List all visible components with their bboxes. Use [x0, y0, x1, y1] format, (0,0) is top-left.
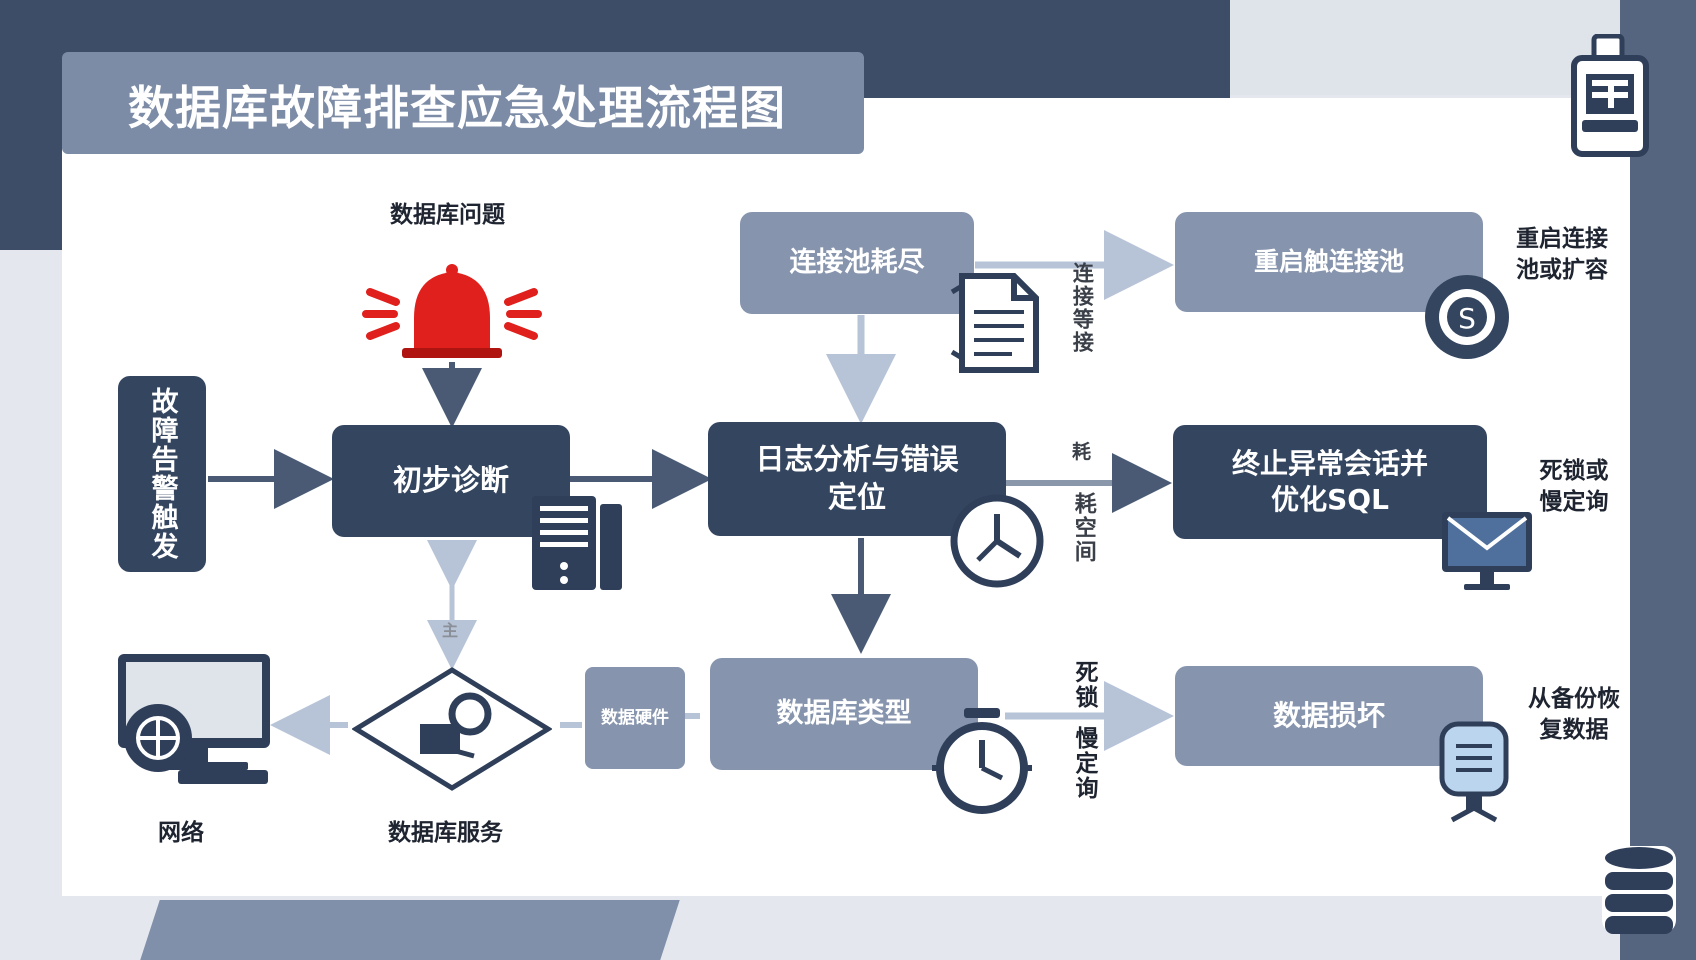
label-small-mark: 主 — [442, 621, 459, 640]
label-consume: 耗 — [1072, 441, 1092, 463]
label-consume-space: 耗空间 — [1070, 492, 1096, 564]
document-icon — [950, 273, 1039, 373]
server-tower-icon — [532, 496, 622, 590]
label-restart-or-expand: 重启连接池或扩容 — [1516, 226, 1608, 284]
node-log-analysis[interactable]: 日志分析与错误定位 — [708, 422, 1006, 536]
node-alert-trigger[interactable]: 故障告警触发 — [118, 376, 206, 572]
node-hardware[interactable]: 数据硬件 — [585, 667, 685, 769]
magnifier-diamond-icon — [352, 667, 552, 791]
monitor-globe-icon — [118, 654, 270, 784]
page-title: 数据库故障排查应急处理流程图 — [128, 81, 786, 135]
clock-icon — [950, 494, 1044, 588]
clipboard-device-icon — [1571, 34, 1649, 157]
envelope-monitor-icon — [1442, 512, 1532, 590]
alarm-bell-icon — [362, 264, 542, 358]
label-slow-query: 慢定询 — [1071, 726, 1098, 801]
node-data-corruption[interactable]: 数据损坏 — [1175, 666, 1483, 766]
label-restore-backup: 从备份恢复数据 — [1528, 686, 1620, 744]
node-initial-diagnosis[interactable]: 初步诊断 — [332, 425, 570, 537]
label-deadlock-or-slow: 死锁或慢定询 — [1539, 458, 1609, 516]
title-bar — [62, 52, 864, 154]
node-terminate-session[interactable]: 终止异常会话并优化SQL — [1173, 425, 1487, 539]
gear-timer-icon: S — [1425, 275, 1509, 359]
label-conn-wait: 连接等接 — [1070, 262, 1095, 354]
node-db-type[interactable]: 数据库类型 — [710, 658, 978, 770]
background-right-strip — [1620, 0, 1696, 960]
backup-robot-icon — [1439, 721, 1509, 823]
database-icon — [1602, 846, 1676, 934]
label-db-issue: 数据库问题 — [390, 202, 505, 228]
label-deadlock: 死锁 — [1071, 660, 1098, 710]
node-pool-exhausted[interactable]: 连接池耗尽 — [740, 212, 974, 314]
svg-text:S: S — [1458, 302, 1476, 335]
label-db-service: 数据库服务 — [388, 820, 503, 846]
stopwatch-icon — [932, 708, 1032, 814]
label-network: 网络 — [158, 820, 204, 846]
